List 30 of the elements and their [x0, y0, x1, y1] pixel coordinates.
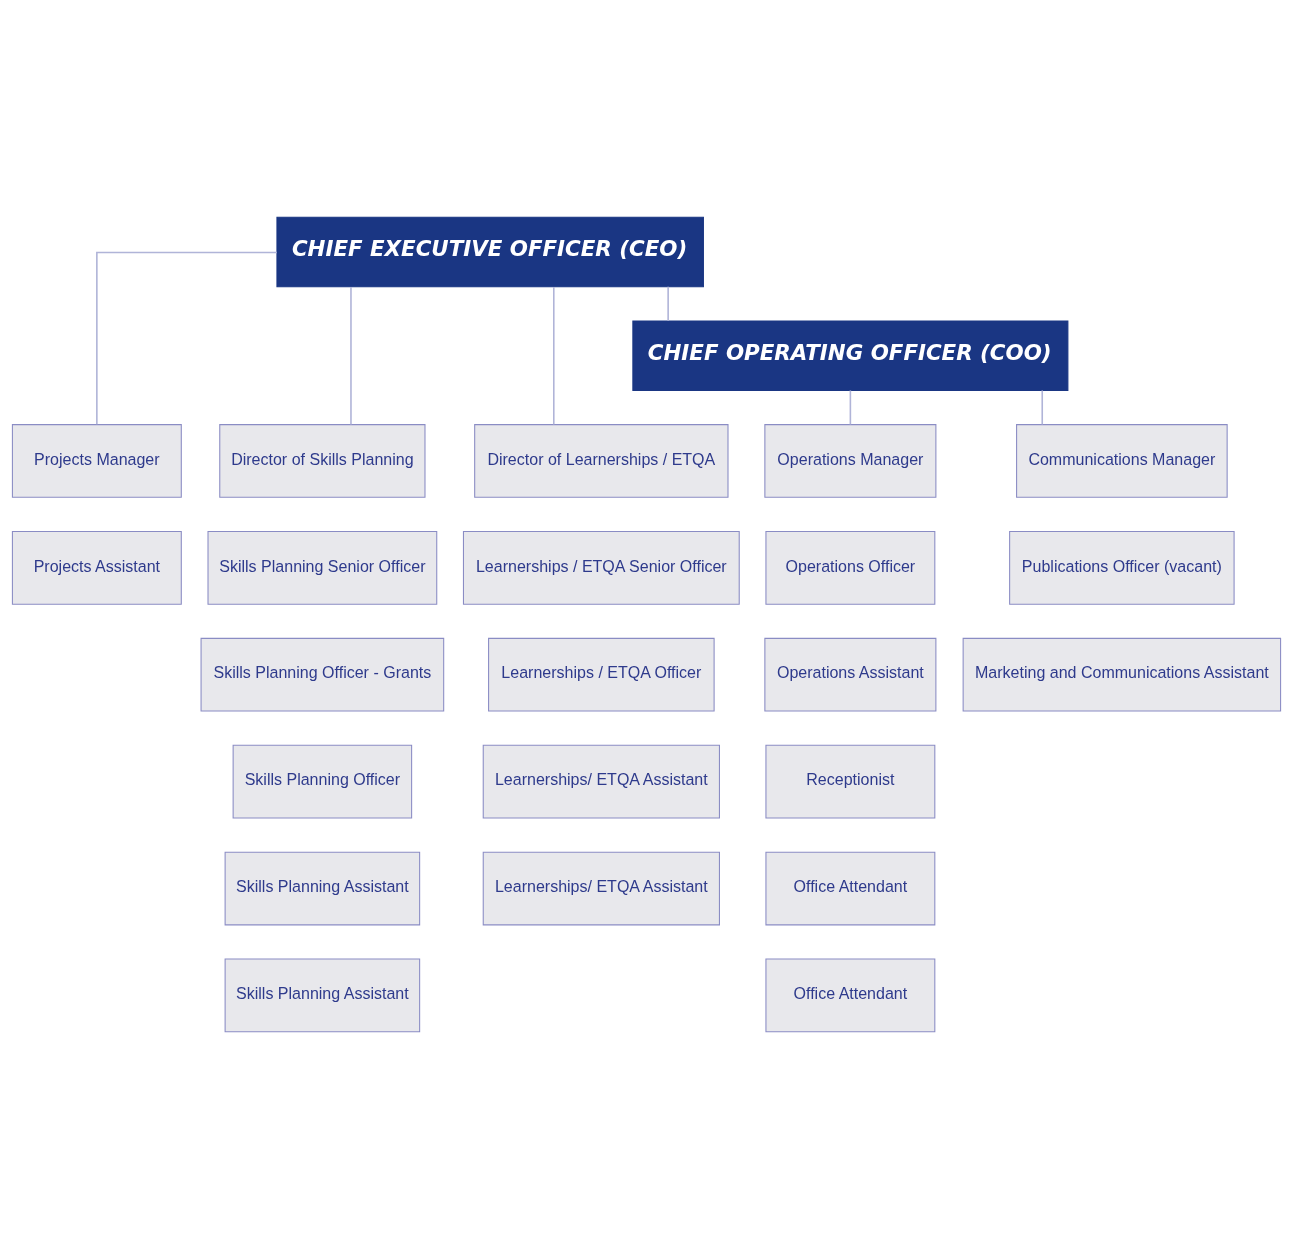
node-box: Publications Officer (vacant) [1009, 530, 1235, 605]
node-box: Projects Manager [11, 423, 182, 498]
node-box: Office Attendant [765, 851, 936, 925]
node-box: Director of Skills Planning [219, 423, 426, 498]
node-box: Learnerships/ ETQA Assistant [482, 744, 720, 818]
connector [1041, 389, 1044, 425]
node-box: Operations Assistant [764, 637, 937, 712]
node-box: CHIEF OPERATING OFFICER (COO) [632, 319, 1069, 391]
node-box: Learnerships / ETQA Senior Officer [462, 530, 740, 605]
node-box: Skills Planning Officer - Grants [200, 637, 445, 712]
node-box: Office Attendant [765, 958, 936, 1032]
node-box: Receptionist [765, 744, 936, 818]
node-box: Director of Learnerships / ETQA [474, 423, 729, 498]
connector [849, 389, 852, 425]
node-box: Operations Officer [765, 530, 936, 605]
connector [667, 285, 669, 322]
node-box: Skills Planning Assistant [224, 958, 421, 1032]
connector [96, 251, 278, 425]
node-box: Learnerships/ ETQA Assistant [482, 851, 720, 925]
node-box: Operations Manager [764, 423, 937, 498]
node-box: Projects Assistant [11, 530, 182, 605]
node-box: Communications Manager [1016, 423, 1228, 498]
node-box: Learnerships / ETQA Officer [488, 637, 715, 712]
node-box: Skills Planning Assistant [224, 851, 421, 925]
node-box: Marketing and Communications Assistant [962, 637, 1282, 712]
node-box: Skills Planning Officer [232, 744, 413, 818]
node-box: Skills Planning Senior Officer [207, 530, 438, 605]
connector [553, 285, 555, 425]
node-box: CHIEF EXECUTIVE OFFICER (CEO) [276, 216, 704, 287]
connector [350, 285, 352, 425]
